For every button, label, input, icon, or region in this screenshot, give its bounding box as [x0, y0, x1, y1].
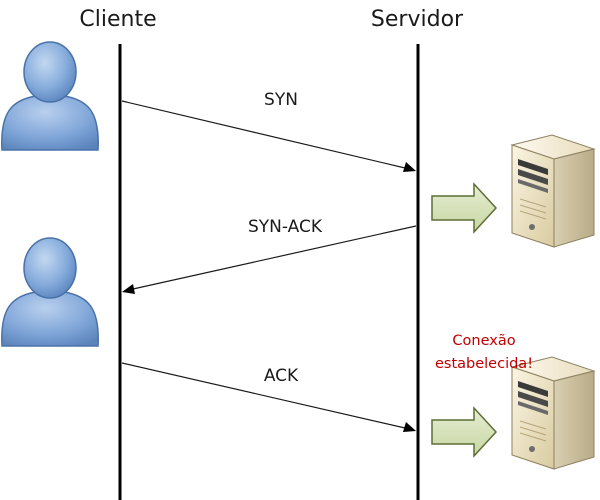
syn-arrowhead — [403, 162, 416, 172]
syn-label: SYN — [264, 90, 298, 110]
status-line-1: Conexão — [452, 333, 515, 349]
status-line-2: estabelecida! — [435, 356, 533, 372]
server-title: Servidor — [371, 7, 464, 32]
block-arrow-icon — [431, 407, 497, 457]
ack-arrowhead — [403, 422, 416, 432]
server-icon — [511, 356, 595, 470]
user-icon — [1, 237, 99, 347]
syn-arrow — [121, 100, 406, 169]
syn-ack-label: SYN-ACK — [248, 217, 323, 237]
syn-ack-arrow — [132, 225, 417, 290]
ack-label: ACK — [264, 366, 299, 386]
client-title: Cliente — [79, 7, 156, 32]
user-icon — [1, 41, 99, 151]
ack-arrow — [121, 362, 406, 429]
server-icon — [511, 134, 595, 248]
syn-ack-arrowhead — [122, 284, 135, 294]
block-arrow-icon — [431, 183, 497, 233]
